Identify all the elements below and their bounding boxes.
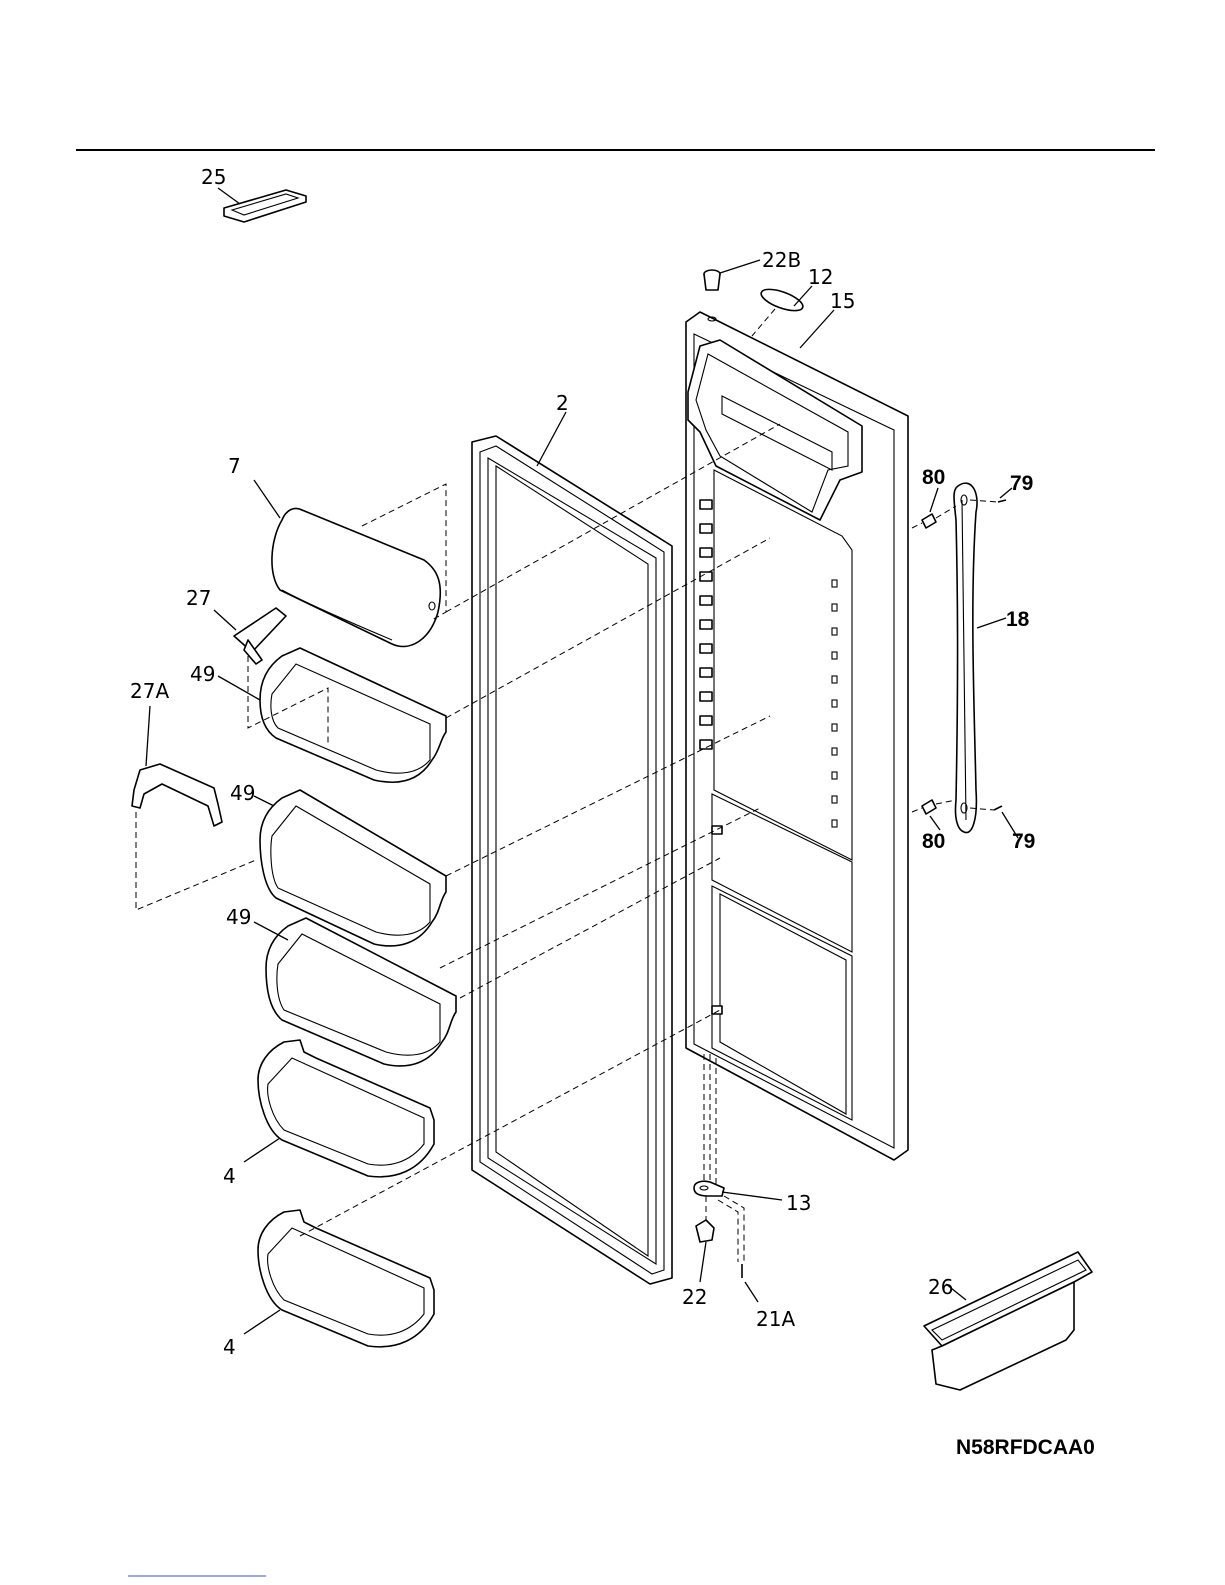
diagram-code: N58RFDCAA0: [956, 1436, 1095, 1459]
part-80-bolt-top: [912, 488, 956, 528]
part-13-hinge: [694, 1181, 782, 1200]
part-21A-screw: [742, 1264, 758, 1302]
label-13: 13: [786, 1191, 811, 1215]
label-79-top: 79: [1010, 472, 1033, 495]
label-21A: 21A: [756, 1307, 795, 1331]
label-27A: 27A: [130, 679, 169, 703]
label-7: 7: [228, 454, 241, 478]
label-80-top: 80: [922, 466, 945, 489]
label-12: 12: [808, 265, 833, 289]
part-18-handle: [954, 483, 1006, 832]
part-26-tray: [924, 1252, 1092, 1390]
part-49-bin-1: [218, 648, 446, 782]
label-49-a: 49: [190, 662, 215, 686]
label-27: 27: [186, 586, 211, 610]
part-15-door-panel: [686, 310, 908, 1160]
label-18: 18: [1006, 608, 1030, 631]
label-4-b: 4: [223, 1335, 236, 1359]
part-49-bin-2: [254, 790, 446, 946]
part-80-bolt-bottom: [912, 800, 956, 830]
label-15: 15: [830, 289, 855, 313]
part-27A-retainer: [132, 706, 222, 826]
part-22-bushing: [696, 1220, 714, 1282]
label-22B: 22B: [762, 248, 801, 272]
label-79-bottom: 79: [1012, 830, 1035, 853]
part-4-bin-2: [244, 1210, 434, 1347]
label-80-bottom: 80: [922, 830, 945, 853]
label-49-b: 49: [230, 781, 255, 805]
label-22: 22: [682, 1285, 707, 1309]
part-12-cap: [752, 285, 812, 336]
part-22B-plug: [704, 260, 760, 321]
label-2: 2: [556, 391, 569, 415]
label-26: 26: [928, 1275, 953, 1299]
assembly-dash-lines: [136, 424, 780, 1236]
part-7-dairy-bin: [254, 480, 440, 646]
part-25-tray: [218, 188, 306, 222]
label-25: 25: [201, 165, 226, 189]
part-27-dairy-door: [214, 608, 286, 664]
label-49-c: 49: [226, 905, 251, 929]
part-79-screw-bottom: [970, 806, 1018, 838]
label-4-a: 4: [223, 1164, 236, 1188]
